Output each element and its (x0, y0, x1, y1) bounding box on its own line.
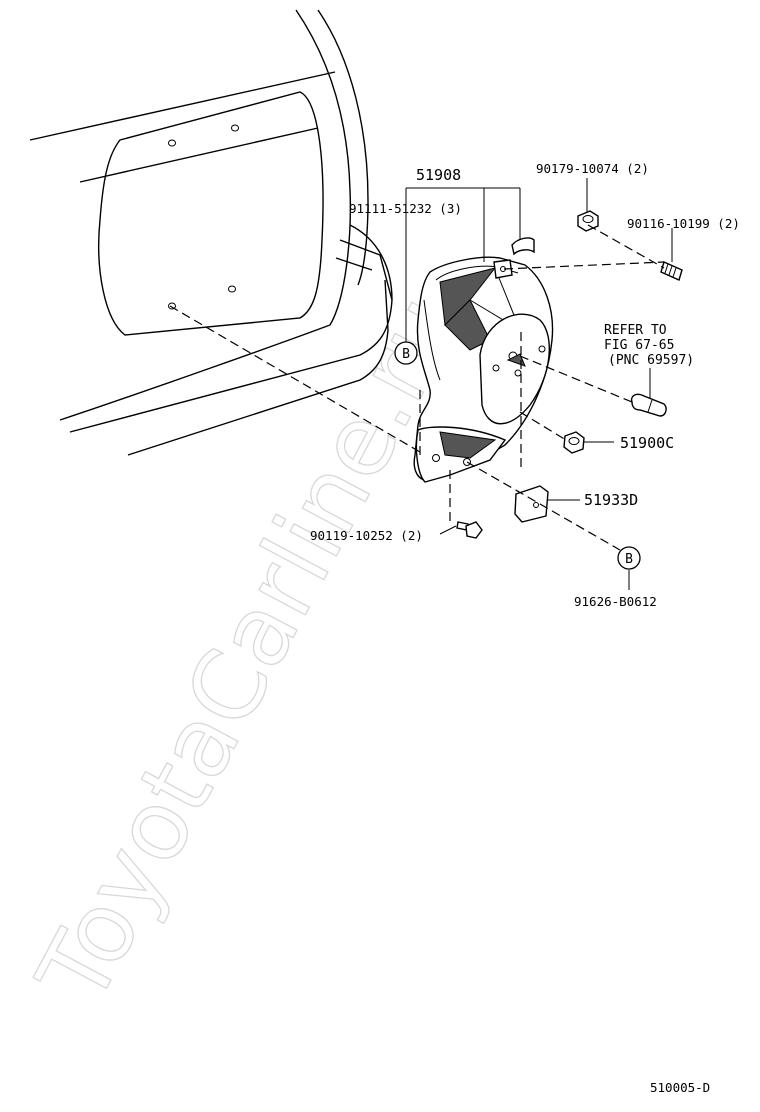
nut-top (577, 210, 599, 232)
label-stud: 90116-10199 (2) (627, 216, 740, 231)
callout-b-right-text: B (625, 552, 633, 567)
callout-b-left-text: B (402, 347, 410, 362)
leader-lines (169, 178, 673, 590)
label-bracket: 51908 (416, 166, 461, 184)
clip (514, 485, 549, 523)
refer-line-2: FIG 67-65 (604, 338, 674, 353)
refer-line-1: REFER TO (604, 323, 667, 338)
label-nut-top: 90179-10074 (2) (536, 161, 649, 176)
stud (660, 261, 683, 281)
label-nut-side: 51900C (620, 434, 674, 452)
carrier-bracket (413, 237, 554, 483)
refer-line-3: (PNC 69597) (608, 353, 694, 368)
lower-bolt (456, 521, 483, 539)
back-door-outline (29, 9, 393, 456)
callout-b-right: B (617, 546, 641, 570)
diagram-code: 510005-D (650, 1080, 710, 1095)
label-b-part: 91626-B0612 (574, 594, 657, 609)
label-clip: 51933D (584, 491, 638, 509)
callout-b-left: B (394, 341, 418, 365)
label-bracket-bolt: 91111-51232 (3) (349, 201, 462, 216)
nut-side (563, 431, 585, 454)
label-lower-bolt: 90119-10252 (2) (310, 528, 423, 543)
watermark-text: ToyotaCarline.ru (16, 277, 483, 1021)
lock-cylinder (630, 393, 667, 417)
